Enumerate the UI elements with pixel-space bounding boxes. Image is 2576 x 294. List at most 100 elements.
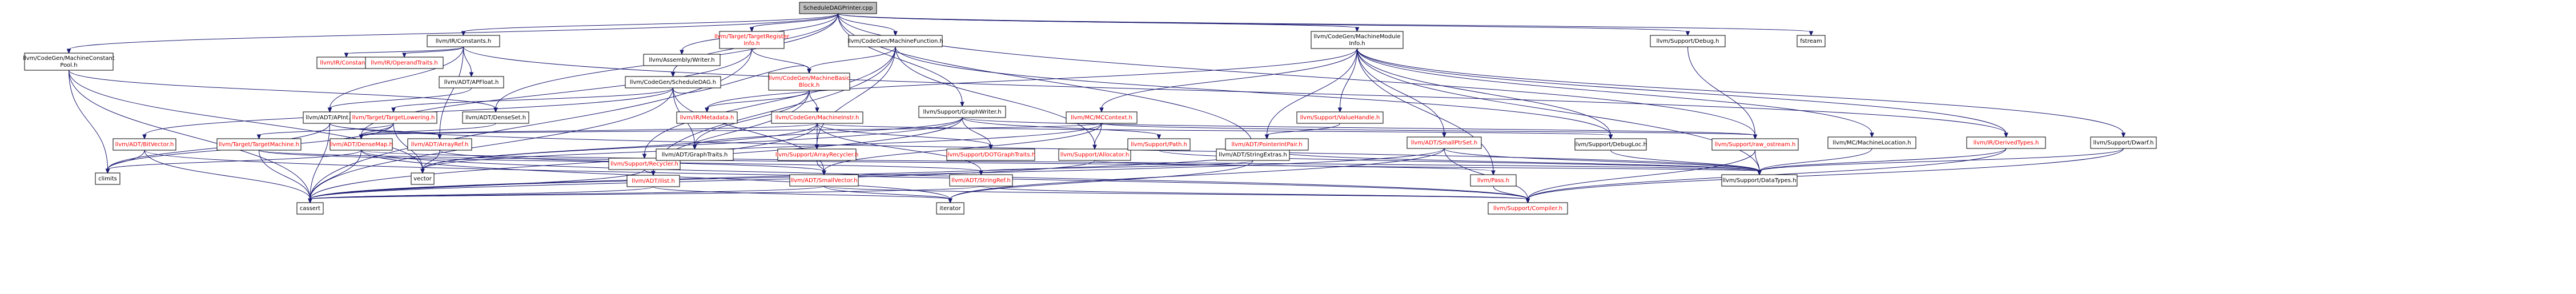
edge-mbb-to-minstr bbox=[809, 90, 818, 109]
node-label-minstr: llvm/CodeGen/MachineInstr.h bbox=[775, 115, 859, 121]
node-sdag[interactable]: llvm/CodeGen/ScheduleDAG.h bbox=[625, 76, 721, 88]
node-box-mbb bbox=[768, 73, 850, 91]
edge-arrowhead-denseset-to-densemap bbox=[359, 134, 364, 140]
node-graphtraits[interactable]: llvm/ADT/GraphTraits.h bbox=[656, 148, 734, 161]
node-label-mclocation: llvm/MC/MachineLocation.h bbox=[1832, 140, 1911, 146]
node-derivedtypes[interactable]: llvm/IR/DerivedTypes.h bbox=[1966, 136, 2046, 149]
node-label-smallptrset: llvm/ADT/SmallPtrSet.h bbox=[1411, 140, 1477, 146]
node-dotgraph[interactable]: llvm/Support/DOTGraphTraits.h bbox=[946, 148, 1035, 161]
node-arrayref[interactable]: llvm/ADT/ArrayRef.h bbox=[407, 138, 472, 151]
node-minstr[interactable]: llvm/CodeGen/MachineInstr.h bbox=[771, 111, 863, 124]
edge-stringref-to-cassert bbox=[310, 186, 982, 200]
node-label-vector: vector bbox=[413, 176, 432, 182]
node-box-asmwriter bbox=[643, 54, 721, 66]
node-label-stringextras: llvm/ADT/StringExtras.h bbox=[1219, 152, 1287, 158]
edge-mbb-to-graphtraits bbox=[694, 90, 810, 146]
edge-minstr-to-densemap bbox=[361, 123, 818, 136]
node-label-root: ScheduleDAGPrinter.cpp bbox=[803, 5, 873, 11]
node-constants[interactable]: llvm/IR/Constants.h bbox=[427, 35, 500, 47]
node-label-arrayref: llvm/ADT/ArrayRef.h bbox=[411, 142, 469, 148]
node-label-debug: llvm/Support/Debug.h bbox=[1657, 38, 1719, 45]
node-densemap[interactable]: llvm/ADT/DenseMap.h bbox=[329, 138, 393, 151]
node-vector[interactable]: vector bbox=[411, 172, 435, 185]
node-valuehandle[interactable]: llvm/Support/ValueHandle.h bbox=[1296, 111, 1384, 124]
node-label-irconst: llvm/IR/Constant.h bbox=[320, 60, 372, 66]
node-box-iterator bbox=[936, 202, 965, 215]
node-supportrecycler[interactable]: llvm/Support/Recycler.h bbox=[608, 158, 681, 170]
node-metadata[interactable]: llvm/IR/Metadata.h bbox=[676, 111, 738, 124]
edge-mmi-to-metadata bbox=[706, 48, 1357, 109]
node-graphwriter[interactable]: llvm/Support/GraphWriter.h bbox=[918, 106, 1006, 118]
node-box-optraits bbox=[365, 57, 444, 69]
node-compiler[interactable]: llvm/Support/Compiler.h bbox=[1488, 202, 1568, 215]
edge-arrowhead-derivedtypes-to-datatypes bbox=[1757, 170, 1762, 176]
edge-arrowhead-mmi-to-mccontext bbox=[1099, 107, 1104, 113]
edge-pass-to-compiler bbox=[1493, 186, 1528, 200]
edge-arrowhead-root-to-fstream bbox=[1809, 31, 1814, 37]
node-ilist[interactable]: llvm/ADT/ilist.h bbox=[626, 175, 680, 187]
edge-mfunc-to-supportrecycler bbox=[644, 46, 896, 155]
node-label-mccontext: llvm/MC/MCContext.h bbox=[1071, 115, 1132, 121]
node-path[interactable]: llvm/Support/Path.h bbox=[1127, 138, 1191, 151]
node-denseset[interactable]: llvm/ADT/DenseSet.h bbox=[462, 111, 529, 124]
node-tmachine[interactable]: llvm/Target/TargetMachine.h bbox=[216, 138, 302, 151]
edge-root-to-mmi bbox=[838, 13, 1357, 29]
node-cassert[interactable]: cassert bbox=[296, 202, 324, 215]
edge-tmachine-to-cassert bbox=[259, 150, 311, 200]
node-label-densemap: llvm/ADT/DenseMap.h bbox=[329, 142, 393, 148]
node-label-constants: llvm/IR/Constants.h bbox=[436, 38, 492, 45]
edge-root-to-tti bbox=[751, 13, 838, 29]
node-mclocation[interactable]: llvm/MC/MachineLocation.h bbox=[1827, 136, 1916, 149]
node-apfloat[interactable]: llvm/ADT/APFloat.h bbox=[439, 76, 504, 88]
node-datatypes[interactable]: llvm/Support/DataTypes.h bbox=[1721, 174, 1798, 187]
edge-arrayref-to-vector bbox=[422, 150, 440, 170]
node-apint[interactable]: llvm/ADT/APInt.h bbox=[303, 111, 357, 124]
node-debug[interactable]: llvm/Support/Debug.h bbox=[1650, 35, 1726, 47]
node-label-denseset: llvm/ADT/DenseSet.h bbox=[465, 115, 526, 121]
node-stringextras[interactable]: llvm/ADT/StringExtras.h bbox=[1216, 148, 1290, 161]
node-iterator[interactable]: iterator bbox=[936, 202, 965, 215]
node-smallvector[interactable]: llvm/ADT/SmallVector.h bbox=[789, 174, 859, 187]
node-fstream[interactable]: fstream bbox=[1797, 35, 1826, 47]
edge-valuehandle-to-pointerintpair bbox=[1267, 123, 1340, 136]
node-climits[interactable]: climits bbox=[95, 172, 120, 185]
node-box-graphwriter bbox=[918, 106, 1006, 118]
edge-pointerintpair-to-cassert bbox=[310, 150, 1267, 200]
edge-arrowhead-stringref-to-cassert bbox=[308, 198, 312, 204]
node-dwarf[interactable]: llvm/Support/Dwarf.h bbox=[2090, 136, 2157, 149]
node-rawostream[interactable]: llvm/Support/raw_ostream.h bbox=[1711, 138, 1799, 151]
edge-arrowhead-arrayrecycler-to-smallvector bbox=[822, 170, 826, 176]
edge-arrowhead-tmachine-to-pass bbox=[1491, 170, 1496, 176]
node-pointerintpair[interactable]: llvm/ADT/PointerIntPair.h bbox=[1225, 138, 1309, 151]
node-label-mbb: llvm/CodeGen/MachineBasic bbox=[769, 75, 850, 82]
node-mccontext[interactable]: llvm/MC/MCContext.h bbox=[1066, 111, 1138, 124]
edge-smallptrset-to-iterator bbox=[950, 148, 1445, 200]
node-optraits[interactable]: llvm/IR/OperandTraits.h bbox=[365, 57, 444, 69]
node-allocator[interactable]: llvm/Support/Allocator.h bbox=[1058, 148, 1131, 161]
edge-mcp-to-climits bbox=[69, 70, 108, 170]
node-smallptrset[interactable]: llvm/ADT/SmallPtrSet.h bbox=[1406, 136, 1482, 149]
node-mfunc[interactable]: llvm/CodeGen/MachineFunction.h bbox=[847, 35, 943, 47]
edge-tti-to-mbb bbox=[751, 48, 810, 70]
node-label-asmwriter: llvm/Assembly/Writer.h bbox=[649, 57, 714, 63]
node-arrayrecycler[interactable]: llvm/Support/ArrayRecycler.h bbox=[775, 148, 859, 161]
node-stringref[interactable]: llvm/ADT/StringRef.h bbox=[949, 174, 1013, 187]
node-label-tti: llvm/Target/TargetRegister bbox=[714, 34, 790, 40]
node-box-metadata bbox=[676, 111, 738, 124]
edge-mbb-to-metadata bbox=[706, 90, 810, 109]
node-asmwriter[interactable]: llvm/Assembly/Writer.h bbox=[643, 54, 721, 66]
edge-mccontext-to-smallvector bbox=[823, 123, 1102, 172]
node-bitvector[interactable]: llvm/ADT/BitVector.h bbox=[112, 138, 176, 151]
node-debugloc[interactable]: llvm/Support/DebugLoc.h bbox=[1574, 138, 1647, 151]
edge-mmi-to-smallptrset bbox=[1357, 48, 1445, 134]
edge-arrowhead-arrayref-to-vector bbox=[420, 168, 425, 174]
node-label-tti: Info.h bbox=[744, 41, 759, 47]
node-pass[interactable]: llvm/Pass.h bbox=[1470, 174, 1517, 187]
node-tlower[interactable]: llvm/Target/TargetLowering.h bbox=[349, 111, 437, 124]
node-box-minstr bbox=[771, 111, 863, 124]
